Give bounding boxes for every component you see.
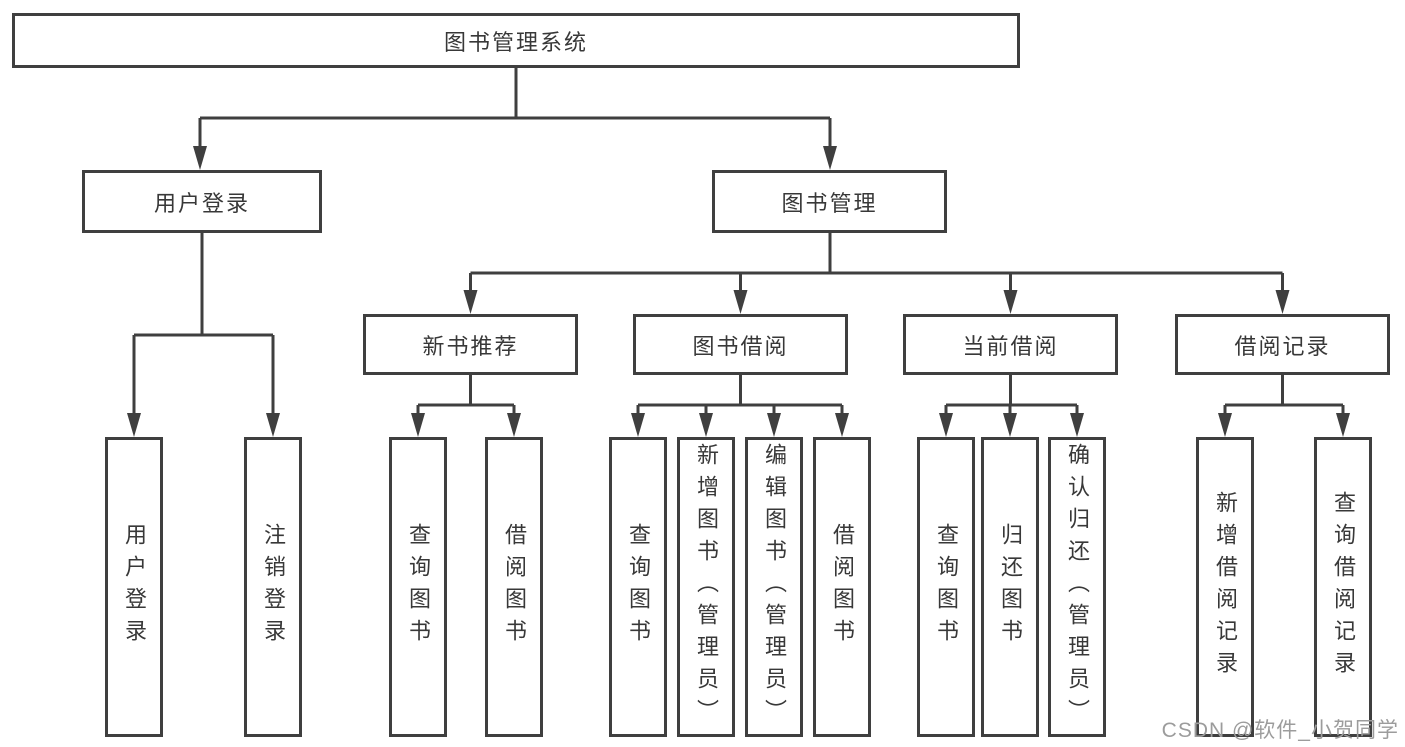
node-label: 编辑图书（管理员） [762, 443, 787, 731]
node-label: 用户登录 [122, 523, 147, 651]
arrowhead [1275, 290, 1290, 314]
arrowhead [127, 413, 141, 437]
leaf-return-books: 归还图书 [981, 437, 1039, 737]
node-label: 查询图书 [406, 523, 431, 651]
arrowhead [1070, 413, 1084, 437]
leaf-logout: 注销登录 [244, 437, 302, 737]
node-label: 当前借阅 [962, 333, 1059, 359]
arrowhead [767, 413, 781, 437]
arrowhead [823, 146, 837, 170]
arrowhead [835, 413, 849, 437]
node-label: 查询借阅记录 [1331, 491, 1356, 683]
leaf-query-books-recommend: 查询图书 [389, 437, 447, 737]
arrowhead [411, 413, 425, 437]
node-label: 归还图书 [998, 523, 1023, 651]
node-label: 新增图书（管理员） [694, 443, 719, 731]
connector-current-to-leaves [944, 375, 1079, 419]
arrowhead [1218, 413, 1232, 437]
leaf-add-books-admin: 新增图书（管理员） [677, 437, 735, 737]
node-book-management: 图书管理 [712, 170, 947, 233]
node-new-book-recommend: 新书推荐 [363, 314, 578, 375]
arrowhead [463, 290, 478, 314]
csdn-watermark: CSDN @软件_小贺同学 [1161, 719, 1399, 742]
leaf-user-login: 用户登录 [105, 437, 163, 737]
connector-login-to-leaves [132, 233, 275, 417]
node-label: 新增借阅记录 [1213, 491, 1238, 683]
node-label: 注销登录 [261, 523, 286, 651]
node-label: 借阅记录 [1234, 333, 1331, 359]
connector-newbook-to-leaves [416, 375, 516, 419]
node-label: 查询图书 [934, 523, 959, 651]
node-label: 图书管理系统 [443, 29, 588, 55]
node-label: 用户登录 [153, 190, 250, 216]
node-label: 图书借阅 [692, 333, 789, 359]
connector-borrow-to-leaves [636, 375, 844, 419]
arrowhead [699, 413, 713, 437]
node-label: 借阅图书 [502, 523, 527, 651]
node-label: 图书管理 [781, 190, 878, 216]
arrowhead [1003, 413, 1017, 437]
leaf-query-books-current: 查询图书 [917, 437, 975, 737]
arrowhead [939, 413, 953, 437]
leaf-edit-books-admin: 编辑图书（管理员） [745, 437, 803, 737]
connector-mgmt-to-level3 [469, 233, 1284, 296]
arrowhead [507, 413, 521, 437]
arrowhead [266, 413, 280, 437]
connector-records-to-leaves [1223, 375, 1345, 419]
node-borrow-records: 借阅记录 [1175, 314, 1390, 375]
node-label: 借阅图书 [830, 523, 855, 651]
node-book-borrow: 图书借阅 [633, 314, 848, 375]
arrowhead [1003, 290, 1018, 314]
node-user-login: 用户登录 [82, 170, 322, 233]
leaf-query-borrow-record: 查询借阅记录 [1314, 437, 1372, 737]
node-label: 确认归还（管理员） [1065, 443, 1090, 731]
node-label: 新书推荐 [422, 333, 519, 359]
leaf-query-books-borrow: 查询图书 [609, 437, 667, 737]
arrowhead [193, 146, 207, 170]
connector-root-to-level2 [198, 68, 832, 150]
leaf-borrow-books: 借阅图书 [813, 437, 871, 737]
arrowhead [733, 290, 748, 314]
arrowhead [631, 413, 645, 437]
arrowhead [1336, 413, 1350, 437]
node-label: 查询图书 [626, 523, 651, 651]
node-library-management-system: 图书管理系统 [12, 13, 1020, 68]
leaf-add-borrow-record: 新增借阅记录 [1196, 437, 1254, 737]
leaf-borrow-books-recommend: 借阅图书 [485, 437, 543, 737]
node-current-borrow: 当前借阅 [903, 314, 1118, 375]
leaf-confirm-return-admin: 确认归还（管理员） [1048, 437, 1106, 737]
